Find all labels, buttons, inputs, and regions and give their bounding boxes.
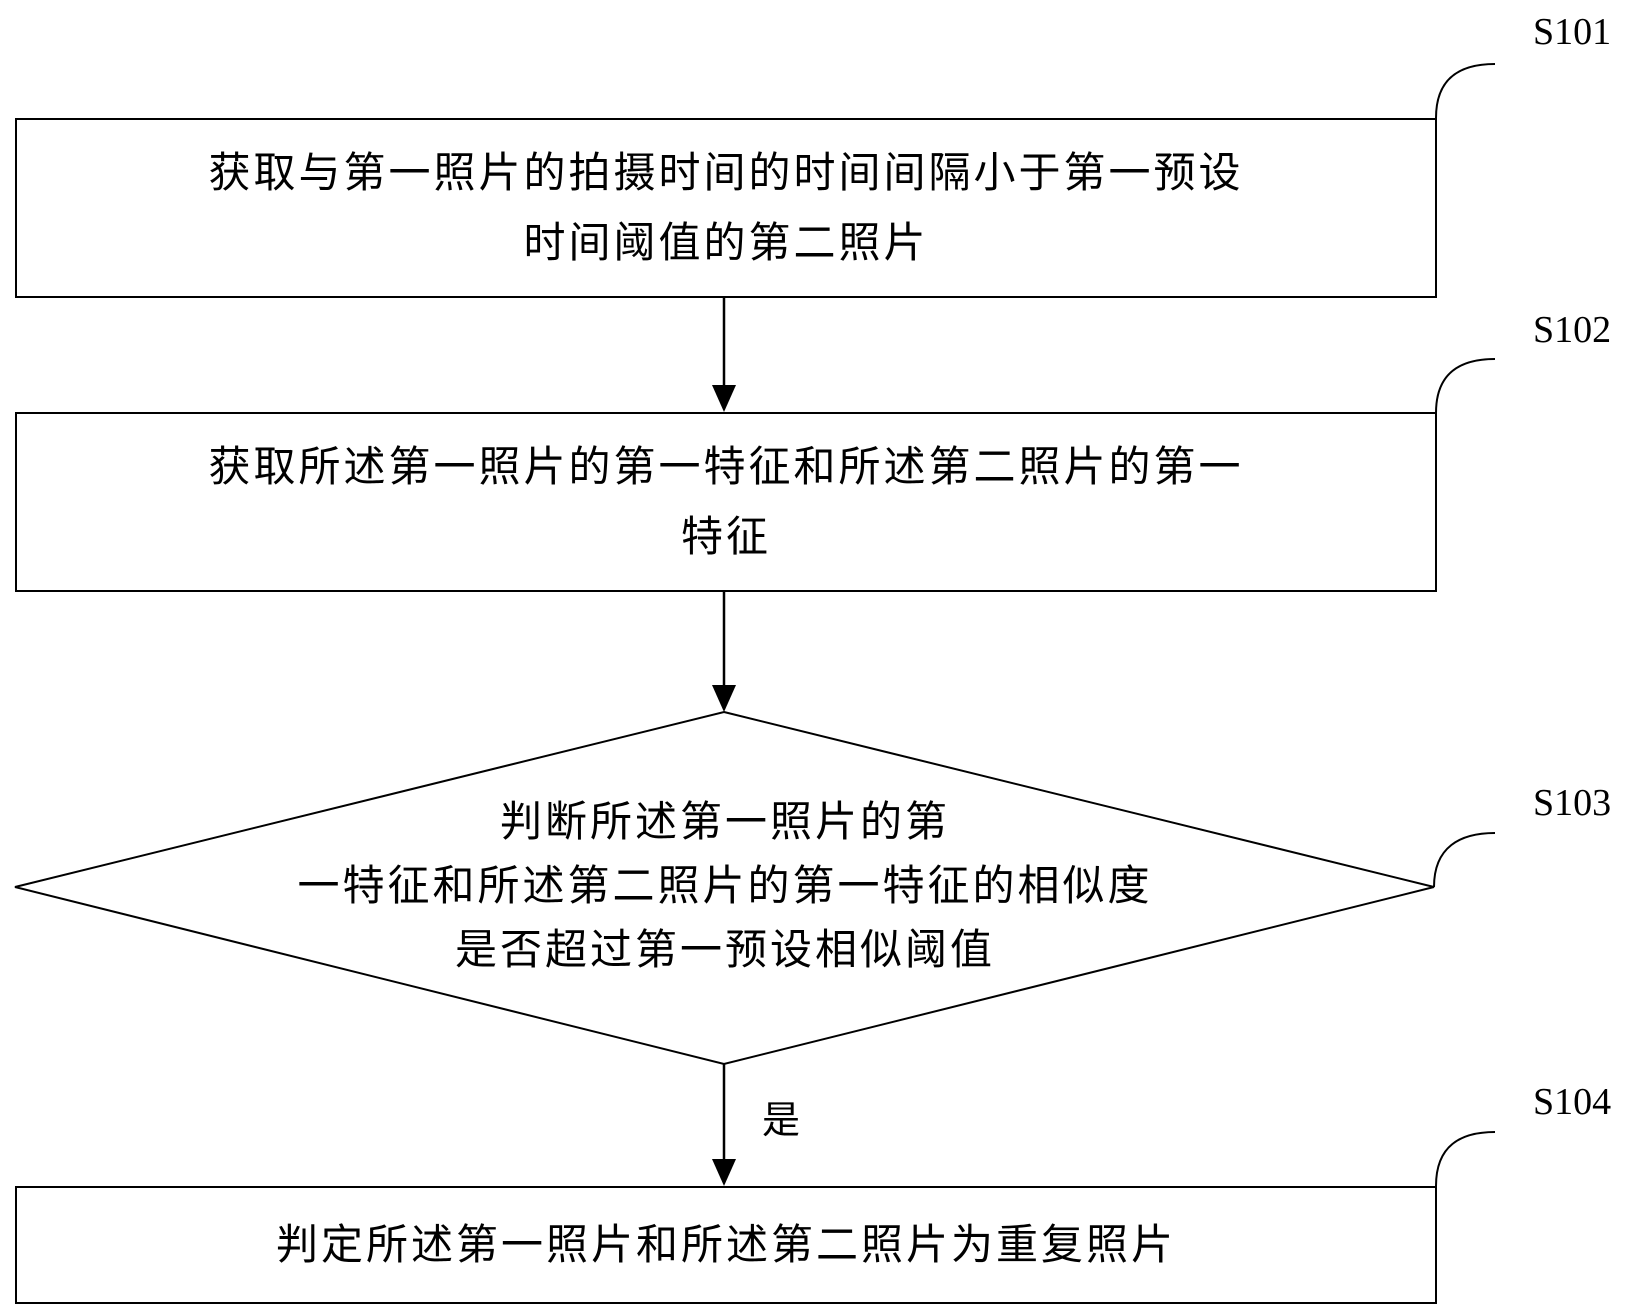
decision-diamond-s103	[14, 710, 1435, 1066]
step-label-s103: S103	[1533, 782, 1612, 824]
process-text-line: 特征	[680, 512, 771, 561]
decision-text-line: 是否超过第一预设相似阈值	[454, 925, 995, 974]
step-label-s104: S104	[1533, 1081, 1612, 1123]
label-leader-s103	[1433, 832, 1496, 888]
decision-text-s103: 判断所述第一照片的第 一特征和所述第二照片的第一特征的相似度 是否超过第一预设相…	[80, 790, 1370, 982]
yes-branch-label: 是	[762, 1098, 801, 1142]
process-text-line: 获取与第一照片的拍摄时间的时间间隔小于第一预设	[208, 148, 1244, 197]
label-leader-s104	[1435, 1131, 1496, 1187]
process-text-s102: 获取所述第一照片的第一特征和所述第二照片的第一 特征	[208, 432, 1243, 572]
arrowhead-s102-s103	[712, 685, 736, 712]
process-text-line: 获取所述第一照片的第一特征和所述第二照片的第一	[208, 442, 1244, 491]
process-box-s102: 获取所述第一照片的第一特征和所述第二照片的第一 特征	[15, 412, 1437, 592]
label-leader-s101	[1435, 63, 1496, 119]
process-box-s104: 判定所述第一照片和所述第二照片为重复照片	[15, 1186, 1437, 1304]
process-text-s101: 获取与第一照片的拍摄时间的时间间隔小于第一预设 时间阈值的第二照片	[208, 138, 1243, 278]
decision-text-line: 一特征和所述第二照片的第一特征的相似度	[297, 861, 1153, 910]
process-text-line: 时间阈值的第二照片	[523, 218, 929, 267]
step-label-s101: S101	[1533, 11, 1612, 53]
process-text-line: 判定所述第一照片和所述第二照片为重复照片	[275, 1220, 1176, 1269]
label-leader-s102	[1435, 358, 1496, 414]
arrowhead-s103-s104	[712, 1159, 736, 1186]
decision-text-line: 判断所述第一照片的第	[499, 797, 950, 846]
process-text-s104: 判定所述第一照片和所述第二照片为重复照片	[276, 1210, 1176, 1280]
step-label-s102: S102	[1533, 309, 1612, 351]
arrowhead-s101-s102	[712, 385, 736, 412]
process-box-s101: 获取与第一照片的拍摄时间的时间间隔小于第一预设 时间阈值的第二照片	[15, 118, 1437, 298]
